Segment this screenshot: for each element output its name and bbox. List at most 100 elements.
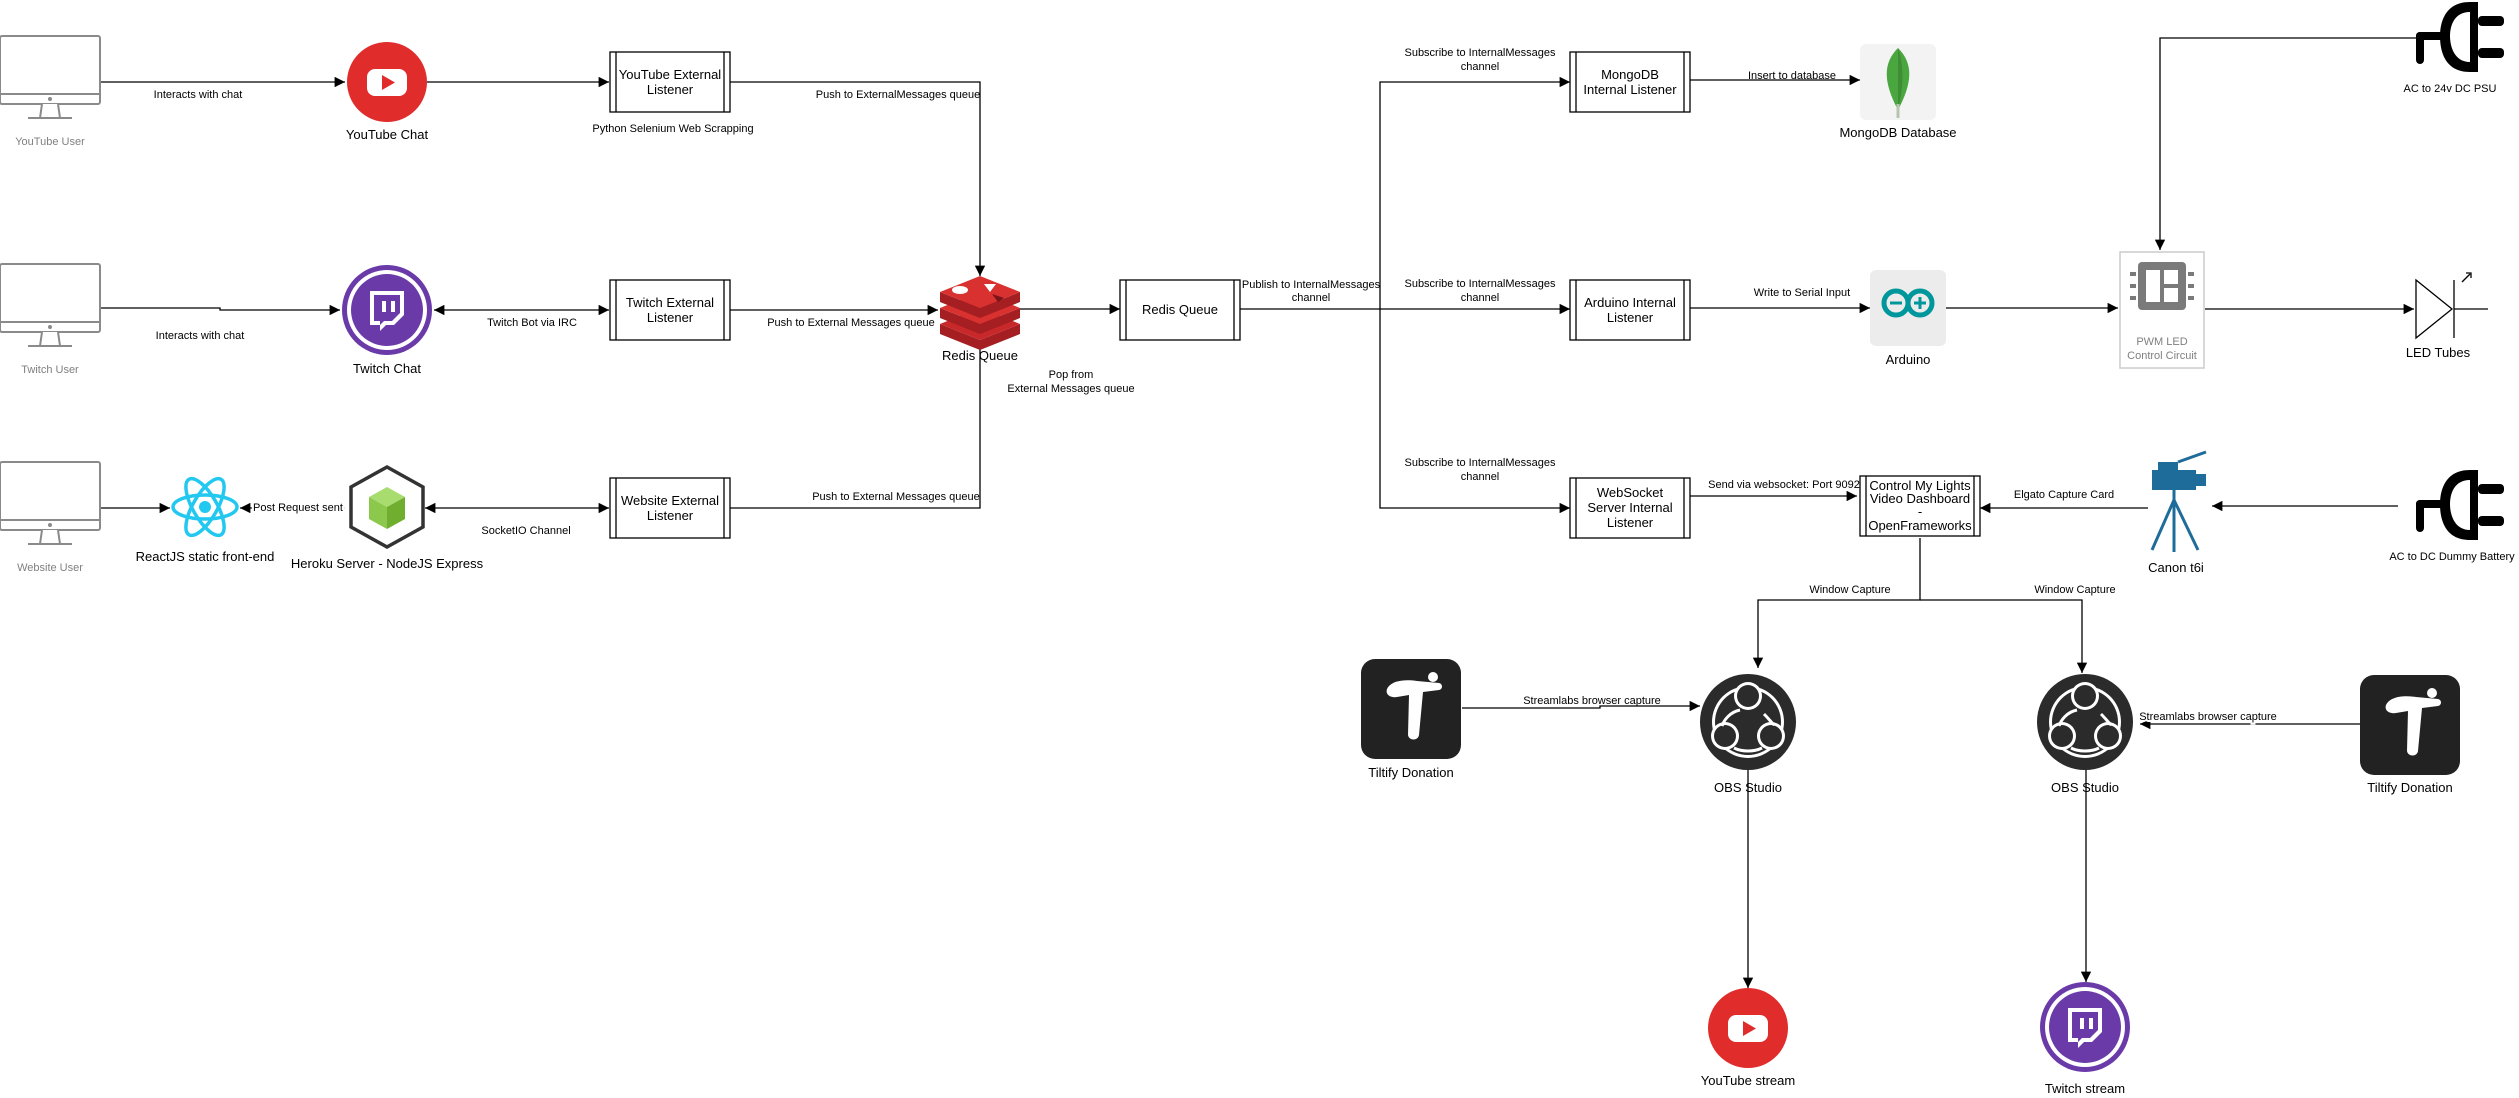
arduino-icon <box>1870 270 1946 346</box>
edge-window-capture-right <box>1920 599 2088 673</box>
edge-label-sub-mongo-line2: channel <box>1461 61 1500 73</box>
youtube-chat: YouTube Chat <box>346 42 429 142</box>
edge-label-yt-push: Push to ExternalMessages queue <box>816 89 981 101</box>
heroku-label: Heroku Server - NodeJS Express <box>291 556 484 571</box>
edge-label-sub-arduino-line2: channel <box>1461 292 1500 304</box>
mongodb-database: MongoDB Database <box>1839 44 1957 140</box>
twitch-listener-box: Twitch External Listener <box>609 279 731 341</box>
psu-label: AC to 24v DC PSU <box>2404 83 2497 95</box>
tiltify-right-label: Tiltify Donation <box>2367 780 2453 795</box>
psu-node: AC to 24v DC PSU <box>2404 2 2504 95</box>
obs-icon <box>2035 672 2135 772</box>
reactjs-node: ReactJS static front-end <box>136 476 274 564</box>
edge-label-tw-push: Push to External Messages queue <box>767 317 935 329</box>
youtube-listener-line2: Listener <box>647 82 694 97</box>
websocket-listener-line1: WebSocket <box>1597 485 1664 500</box>
edge-label-publish-line2: channel <box>1292 292 1331 304</box>
websocket-listener-line2: Server Internal <box>1587 500 1672 515</box>
redis-icon <box>940 276 1020 350</box>
edge-label-elgato: Elgato Capture Card <box>2014 489 2114 501</box>
edge-label-post-request: Post Request sent <box>253 502 343 514</box>
led-diode-icon <box>2415 272 2488 340</box>
canon-label: Canon t6i <box>2148 560 2204 575</box>
pwm-control-circuit: PWM LED Control Circuit <box>2119 251 2205 369</box>
website-user-label: Website User <box>17 562 83 574</box>
edge-label-window-capture-right: Window Capture <box>2034 584 2115 596</box>
edge-label-sub-arduino-line1: Subscribe to InternalMessages <box>1404 278 1556 290</box>
edge-label-socketio: SocketIO Channel <box>481 525 570 537</box>
edge-label-sub-mongo-line1: Subscribe to InternalMessages <box>1404 47 1556 59</box>
twitch-listener-line2: Listener <box>647 310 694 325</box>
edge-label-insert-db: Insert to database <box>1748 70 1836 82</box>
website-user: Website User <box>0 461 101 574</box>
twitch-user: Twitch User <box>0 263 101 376</box>
battery-node: AC to DC Dummy Battery <box>2389 470 2515 563</box>
control-dashboard-box: Control My Lights Video Dashboard - Open… <box>1859 475 1981 537</box>
edge-website-listener-to-redis <box>730 348 981 509</box>
chip-icon <box>2130 262 2194 310</box>
edge-label-selenium: Python Selenium Web Scrapping <box>592 123 753 135</box>
youtube-user-label: YouTube User <box>15 136 85 148</box>
twitch-stream-label: Twitch stream <box>2045 1081 2125 1096</box>
obs-icon <box>1698 672 1798 772</box>
redis-queue: Redis Queue <box>940 276 1020 363</box>
edge-label-serial: Write to Serial Input <box>1754 287 1850 299</box>
heroku-node: Heroku Server - NodeJS Express <box>291 464 484 571</box>
youtube-user: YouTube User <box>0 35 101 148</box>
edge-label-pop-line1: Pop from <box>1049 369 1094 381</box>
twitch-user-label: Twitch User <box>21 364 79 376</box>
edge-label-yt-interacts: Interacts with chat <box>154 89 243 101</box>
tiltify-left-label: Tiltify Donation <box>1368 765 1454 780</box>
edge-window-capture-left <box>1752 538 1921 668</box>
edge-label-streamlabs-left: Streamlabs browser capture <box>1523 695 1661 707</box>
edge-label-sub-websocket-line2: channel <box>1461 471 1500 483</box>
obs-left-label: OBS Studio <box>1714 780 1782 795</box>
youtube-chat-label: YouTube Chat <box>346 127 429 142</box>
monitor-icon <box>0 263 101 347</box>
edge-label-websocket-send: Send via websocket: Port 9092 <box>1708 479 1860 491</box>
twitch-stream: Twitch stream <box>2040 982 2130 1096</box>
edge-streamlabs-left <box>1462 700 1700 712</box>
plug-icon <box>2420 2 2504 72</box>
youtube-stream-label: YouTube stream <box>1701 1073 1795 1088</box>
mongodb-icon <box>1860 44 1936 120</box>
edge-labels: Interacts with chat Interacts with chat … <box>154 47 2279 725</box>
pwm-label-line2: Control Circuit <box>2127 350 2197 362</box>
youtube-icon <box>347 42 427 122</box>
edge-label-publish-line1: Publish to InternalMessages <box>1242 279 1381 291</box>
tiltify-icon <box>2360 675 2460 775</box>
edge-sub-mongo <box>1379 76 1570 309</box>
edge-label-window-capture-left: Window Capture <box>1809 584 1890 596</box>
mongodb-db-label: MongoDB Database <box>1839 125 1956 140</box>
twitch-listener-line1: Twitch External <box>626 295 714 310</box>
website-listener-line2: Listener <box>647 508 694 523</box>
arduino-node: Arduino <box>1870 270 1946 367</box>
website-listener-box: Website External Listener <box>609 477 731 539</box>
twitch-chat: Twitch Chat <box>342 265 432 376</box>
youtube-listener-line1: YouTube External <box>619 67 721 82</box>
redis-icon-label: Redis Queue <box>942 348 1018 363</box>
canon-camera: Canon t6i <box>2148 450 2207 575</box>
tiltify-icon <box>1361 659 1461 759</box>
arduino-label: Arduino <box>1886 352 1931 367</box>
react-icon <box>171 476 239 538</box>
monitor-icon <box>0 35 101 119</box>
control-dashboard-line2: Video Dashboard <box>1870 491 1970 506</box>
mongodb-listener-line2: Internal Listener <box>1583 82 1677 97</box>
tiltify-right: Tiltify Donation <box>2360 675 2460 795</box>
youtube-listener-box: YouTube External Listener <box>609 51 731 113</box>
camera-icon <box>2150 450 2207 552</box>
obs-right: OBS Studio <box>2035 672 2135 795</box>
edge-label-twitch-bot: Twitch Bot via IRC <box>487 317 577 329</box>
led-tubes: LED Tubes <box>2406 272 2488 360</box>
control-dashboard-line1: Control My Lights <box>1869 478 1971 493</box>
tiltify-left: Tiltify Donation <box>1361 659 1461 780</box>
youtube-icon <box>1708 988 1788 1068</box>
edge-label-tw-interacts: Interacts with chat <box>156 330 245 342</box>
arduino-listener-line2: Listener <box>1607 310 1654 325</box>
edge-youtube-listener-to-redis <box>730 81 986 276</box>
arduino-listener-box: Arduino Internal Listener <box>1569 279 1691 341</box>
twitch-icon <box>2040 982 2130 1072</box>
monitor-icon <box>0 461 101 545</box>
edge-label-streamlabs-right: Streamlabs browser capture <box>2139 711 2277 723</box>
